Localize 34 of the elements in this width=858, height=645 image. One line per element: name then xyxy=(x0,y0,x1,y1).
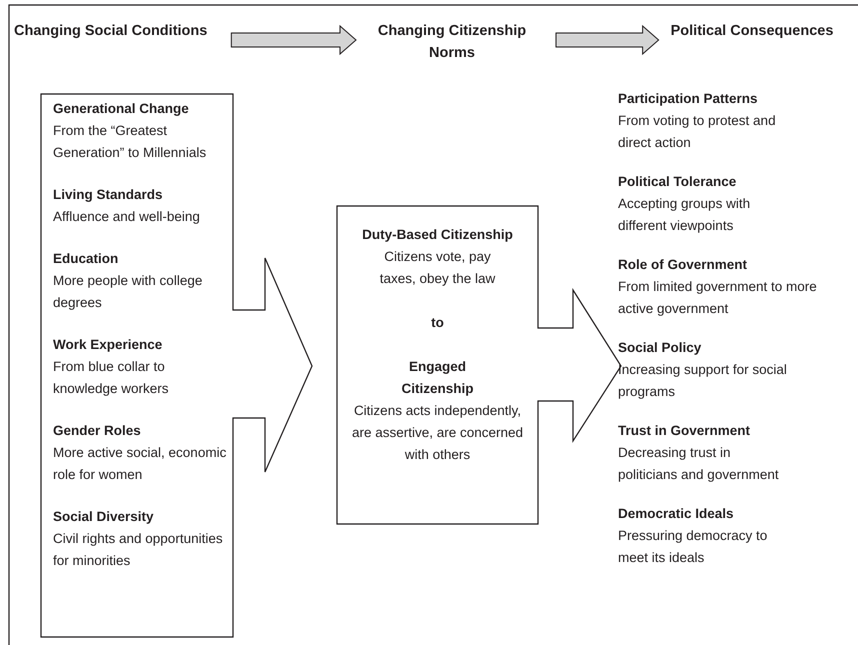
description: Affluence and well-being xyxy=(53,208,201,226)
description: More active social, economic role for women xyxy=(53,444,228,484)
description: From limited government to more active government xyxy=(618,278,818,318)
description: Accepting groups with different viewpoints xyxy=(618,195,752,235)
heading: Democratic Ideals xyxy=(618,505,735,523)
column-heading: Political Consequences xyxy=(670,22,834,41)
description: From the “Greatest Generation” to Millennials xyxy=(53,122,208,162)
heading: Education xyxy=(53,250,120,268)
block-arrow xyxy=(556,24,660,56)
heading: Generational Change xyxy=(53,100,190,118)
heading: Work Experience xyxy=(53,336,164,354)
heading: Role of Government xyxy=(618,256,748,274)
description: From voting to protest and direct action xyxy=(618,112,777,152)
heading: Social Policy xyxy=(618,339,702,357)
description: Citizens acts independently, are assertive, are concerned with others xyxy=(350,402,524,464)
column-heading: Changing Social Conditions xyxy=(14,22,208,41)
block-arrow xyxy=(230,24,357,56)
description: From blue collar to knowledge workers xyxy=(53,358,170,398)
heading: to xyxy=(430,314,445,332)
description: Citizens vote, pay taxes, obey the law xyxy=(378,248,496,288)
heading: Living Standards xyxy=(53,186,164,204)
column-heading: Changing Citizenship Norms xyxy=(376,22,528,63)
heading: Social Diversity xyxy=(53,508,155,526)
heading: Duty-Based Citizenship xyxy=(361,226,514,244)
heading: Engaged Citizenship xyxy=(400,358,474,398)
description: Civil rights and opportunities for minorities xyxy=(53,530,224,570)
heading: Trust in Government xyxy=(618,422,752,440)
heading: Gender Roles xyxy=(53,422,142,440)
description: More people with college degrees xyxy=(53,272,204,312)
heading: Political Tolerance xyxy=(618,173,738,191)
heading: Participation Patterns xyxy=(618,90,759,108)
description: Pressuring democracy to meet its ideals xyxy=(618,527,768,567)
description: Decreasing trust in politicians and government xyxy=(618,444,780,484)
description: Increasing support for social programs xyxy=(618,361,788,401)
